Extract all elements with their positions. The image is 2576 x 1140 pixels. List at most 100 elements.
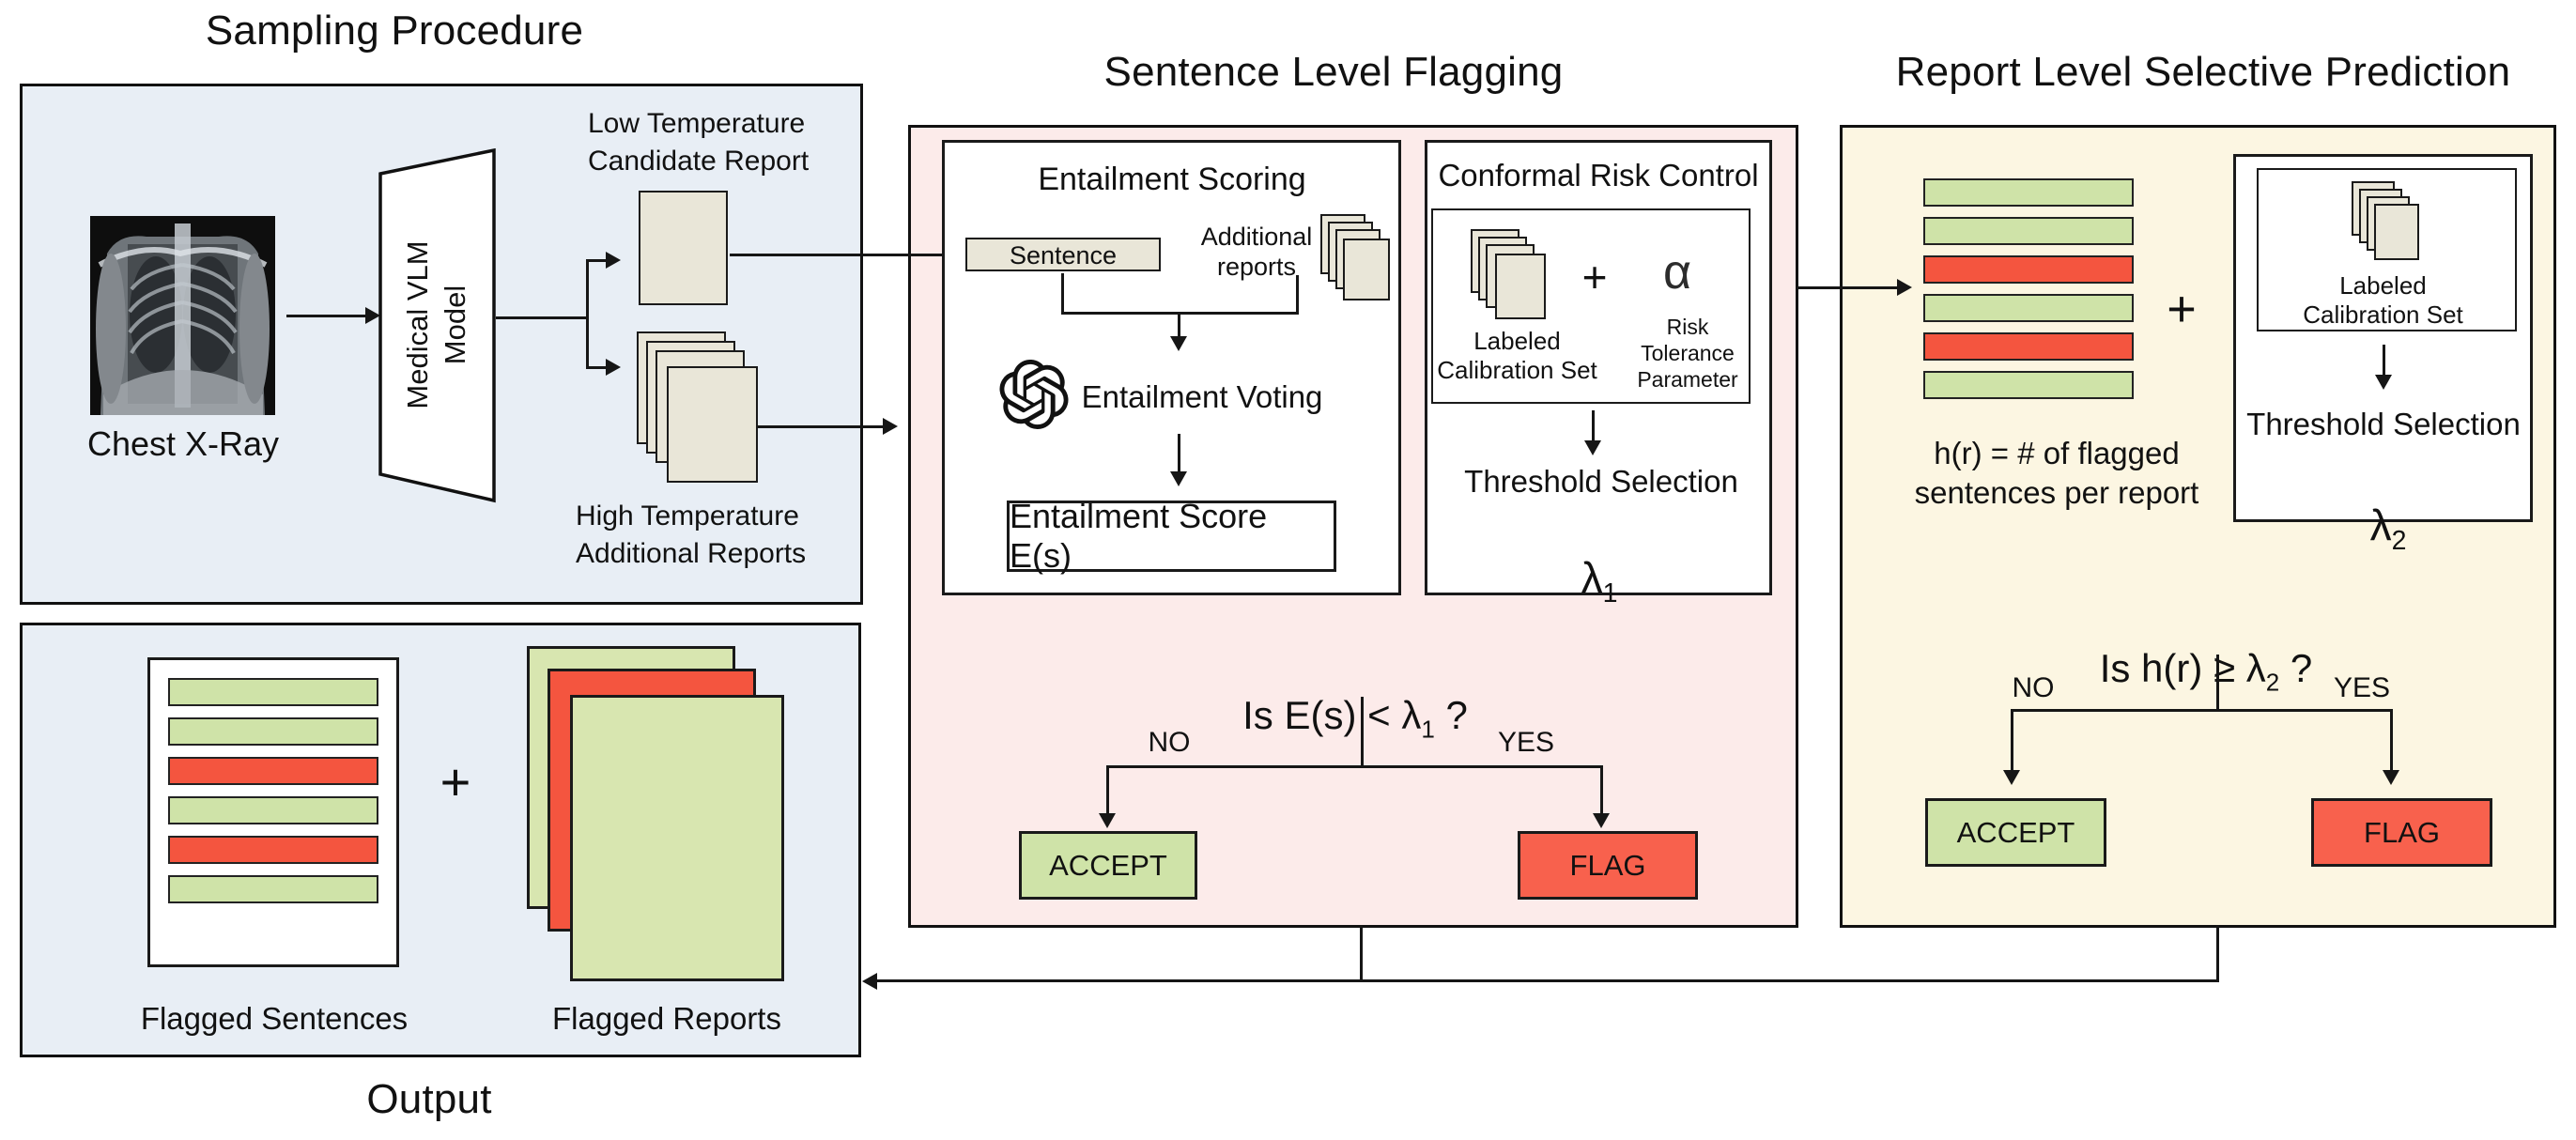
flagged-sentence-bar <box>168 757 378 785</box>
flagged-sentences-label: Flagged Sentences <box>140 1001 409 1036</box>
arrowhead <box>1099 813 1116 828</box>
flagged-sentence-bar <box>168 836 378 864</box>
question-suffix: ? <box>2279 646 2313 690</box>
output-title: Output <box>366 1076 492 1122</box>
entailment-score-box: Entailment Score E(s) <box>1007 497 1336 575</box>
connector-line <box>1797 286 1900 289</box>
arrowhead <box>606 359 621 376</box>
openai-logo-icon <box>999 360 1069 429</box>
connector-line <box>1178 434 1180 473</box>
sentence-decision-question: Is E(s) < λ1 ? <box>1200 648 1510 744</box>
medical-vlm-model-shape <box>378 148 496 503</box>
connector-line <box>873 979 2219 982</box>
accepted-report-page <box>570 695 784 981</box>
flagged-reports-label: Flagged Reports <box>552 1001 781 1036</box>
connector-line <box>496 316 588 319</box>
sentence-flag-box: FLAG <box>1518 831 1698 900</box>
calibration-set-stack <box>2374 204 2419 260</box>
additional-reports-label: Additional reports <box>1200 223 1313 281</box>
additional-reports-mini-stack <box>1343 239 1390 300</box>
entailment-score-label: Entailment Score E(s) <box>1010 497 1268 575</box>
arrowhead <box>606 252 621 269</box>
arrowhead <box>1170 471 1187 486</box>
sentence-level-flagging-title: Sentence Level Flagging <box>1103 49 1564 95</box>
question-subscript: 1 <box>1421 715 1435 744</box>
risk-tolerance-parameter-label: Risk Tolerance Parameter <box>1637 315 1738 392</box>
sentence-label: Sentence <box>1009 241 1118 270</box>
plus-sign: + <box>1581 253 1608 301</box>
accepted-sentence-bar <box>168 678 378 706</box>
arrowhead <box>1593 813 1610 828</box>
chest-xray-image <box>90 216 275 415</box>
lambda-subscript: 2 <box>2391 526 2407 557</box>
accepted-sentence-bar <box>168 717 378 746</box>
connector-line <box>2383 345 2385 377</box>
alpha-symbol: α <box>1662 245 1692 300</box>
high-temperature-label: High Temperature Additional Reports <box>576 501 807 569</box>
additional-reports-stack <box>667 366 758 483</box>
connector-line <box>1600 765 1603 815</box>
connector-line <box>1361 697 1364 767</box>
connector-line <box>286 315 369 317</box>
plus-sign: + <box>2167 281 2197 337</box>
arrowhead <box>1897 279 1912 296</box>
low-temperature-label: Low Temperature Candidate Report <box>588 108 810 177</box>
report-accept-box: ACCEPT <box>1925 798 2106 867</box>
candidate-report-doc <box>639 191 728 305</box>
no-label: NO <box>1148 727 1191 758</box>
chest-xray-label: Chest X-Ray <box>86 424 280 463</box>
connector-line <box>1061 273 1064 314</box>
threshold-selection-label: Threshold Selection <box>1464 464 1738 499</box>
connector-line <box>1296 275 1299 314</box>
arrowhead <box>365 307 380 324</box>
connector-line <box>586 259 589 369</box>
lambda1-symbol: λ1 <box>1543 501 1656 609</box>
entailment-voting-label: Entailment Voting <box>1081 379 1323 414</box>
connector-line <box>1107 765 1603 768</box>
report-decision-question: Is h(r) ≥ λ2 ? <box>2051 601 2361 697</box>
labeled-calibration-set-label: Labeled Calibration Set <box>2303 271 2463 329</box>
connector-line <box>2011 709 2013 772</box>
lambda-char: λ <box>1581 553 1603 602</box>
report-level-selective-prediction-title: Report Level Selective Prediction <box>1895 49 2511 95</box>
report-sentence-bars <box>1923 178 2134 399</box>
arrowhead <box>1584 440 1601 455</box>
calibration-set-stack <box>1495 254 1546 319</box>
connector-line <box>588 366 609 369</box>
report-flag-box: FLAG <box>2311 798 2492 867</box>
accepted-sentence-bar <box>1923 217 2134 245</box>
connector-line <box>2216 655 2219 711</box>
flag-label: FLAG <box>1569 848 1646 882</box>
h-of-r-label: h(r) = # of flagged sentences per report <box>1914 436 2199 510</box>
connector-line <box>2012 709 2393 712</box>
sentence-accept-box: ACCEPT <box>1019 831 1197 900</box>
accepted-sentence-bar <box>1923 371 2134 399</box>
yes-label: YES <box>1497 727 1555 758</box>
arrowhead <box>883 418 898 435</box>
plus-sign: + <box>440 752 471 811</box>
medical-vlm-model-label: Medical VLM Model <box>401 240 471 409</box>
arrowhead <box>1170 336 1187 351</box>
connector-line <box>758 425 886 428</box>
question-text: Is h(r) ≥ λ <box>2099 646 2266 690</box>
output-sentence-bars <box>168 678 378 903</box>
connector-line <box>730 254 953 256</box>
yes-label: YES <box>2333 672 2391 703</box>
arrowhead <box>2003 770 2020 785</box>
question-suffix: ? <box>1434 693 1468 737</box>
connector-line <box>1592 410 1595 442</box>
accepted-sentence-bar <box>1923 294 2134 322</box>
connector-line <box>2216 925 2219 981</box>
entailment-scoring-title: Entailment Scoring <box>1038 162 1306 197</box>
labeled-calibration-set-label: Labeled Calibration Set <box>1437 327 1597 384</box>
flagged-sentence-bar <box>1923 332 2134 361</box>
arrowhead <box>2375 375 2392 390</box>
question-subscript: 2 <box>2265 668 2280 697</box>
accepted-sentence-bar <box>168 875 378 903</box>
question-text: Is E(s) < λ <box>1242 693 1422 737</box>
accepted-sentence-bar <box>1923 178 2134 207</box>
connector-line <box>588 259 609 262</box>
connector-line <box>1106 765 1109 815</box>
sentence-box <box>965 238 1161 271</box>
